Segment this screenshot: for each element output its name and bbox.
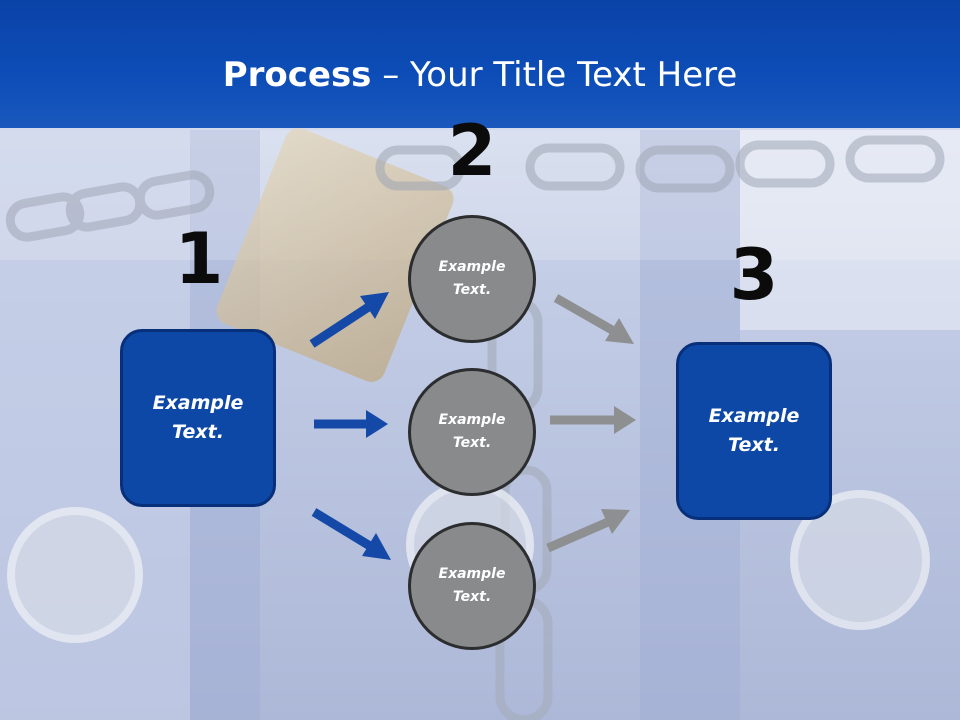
- step1-line1: Example: [152, 392, 244, 414]
- step3-line1: Example: [708, 405, 800, 427]
- step-number-3: 3: [729, 234, 779, 316]
- step1-line2: Text.: [172, 421, 224, 443]
- title-bold-text: Process: [222, 55, 372, 95]
- step3-line2: Text.: [728, 434, 780, 456]
- step-number-2: 2: [447, 110, 497, 192]
- slide-title: Process – Your Title Text Here: [0, 52, 960, 98]
- blue-arrow-up-icon: [309, 292, 389, 348]
- node-top-line2: Text.: [452, 282, 492, 298]
- node-bottom-line1: Example: [438, 566, 506, 582]
- blue-arrow-down-icon: [311, 508, 391, 560]
- node-middle-line2: Text.: [452, 435, 492, 451]
- gray-arrow-right-icon: [550, 406, 636, 434]
- step3-box: Example Text.: [676, 342, 832, 520]
- node-circle-middle: Example Text.: [408, 368, 536, 496]
- gray-arrow-up-icon: [546, 509, 630, 553]
- node-circle-bottom: Example Text.: [408, 522, 536, 650]
- title-rest-text: – Your Title Text Here: [371, 55, 738, 95]
- step-number-1: 1: [174, 218, 224, 300]
- step1-box: Example Text.: [120, 329, 276, 507]
- title-bar: [0, 0, 960, 128]
- node-middle-line1: Example: [438, 412, 506, 428]
- gray-arrow-down-icon: [553, 294, 634, 344]
- node-circle-top: Example Text.: [408, 215, 536, 343]
- node-top-line1: Example: [438, 259, 506, 275]
- blue-arrow-right-icon: [314, 410, 388, 438]
- node-bottom-line2: Text.: [452, 589, 492, 605]
